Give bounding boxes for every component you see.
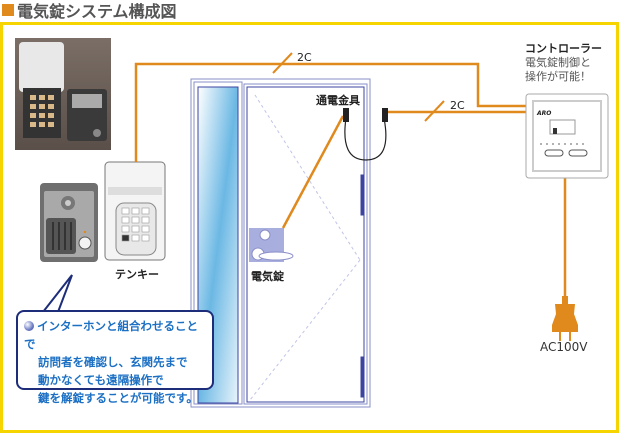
strike-icon: [343, 108, 388, 161]
svg-text:ARO: ARO: [536, 110, 551, 117]
callout-line: 鍵を解錠することが可能です。: [38, 391, 198, 405]
callout-line: 訪問者を確認し、玄関先まで: [38, 355, 188, 369]
callout-line-text: インターホンと組合わせることで: [24, 319, 198, 351]
callout-line: 動かなくても遠隔操作で: [38, 373, 164, 387]
controller-icon: ARO: [525, 93, 609, 179]
power-plug-icon: [552, 296, 578, 341]
title-text: 電気錠システム構成図: [17, 2, 177, 21]
wire-label-top: 2C: [297, 51, 312, 64]
controller-title: コントローラー: [525, 42, 602, 55]
intercom-icon: [40, 183, 98, 262]
controller-caption: コントローラー 電気錠制御と 操作が可能！: [525, 42, 602, 84]
callout-box: インターホンと組合わせることで 訪問者を確認し、玄関先まで 動かなくても遠隔操作…: [16, 310, 214, 405]
callout-line: インターホンと組合わせることで: [24, 317, 208, 353]
power-label: AC100V: [540, 340, 588, 354]
product-photo: [15, 38, 111, 150]
controller-desc-2: 操作が可能！: [525, 70, 591, 83]
keypad-icon: [104, 161, 166, 261]
wire-label-mid: 2C: [450, 99, 465, 112]
callout-pointer: [42, 274, 73, 313]
diagram-title: 電気錠システム構成図: [2, 0, 177, 21]
strike-label: 通電金具: [316, 94, 360, 107]
title-bullet-icon: [2, 4, 14, 16]
keypad-label: テンキー: [115, 268, 159, 281]
bullet-icon: [24, 321, 34, 331]
wiring: [134, 52, 567, 300]
electric-lock-icon: [249, 228, 294, 262]
controller-desc-1: 電気錠制御と: [525, 56, 591, 69]
diagram-frame: [0, 22, 619, 433]
electric-lock-label: 電気錠: [251, 270, 284, 283]
